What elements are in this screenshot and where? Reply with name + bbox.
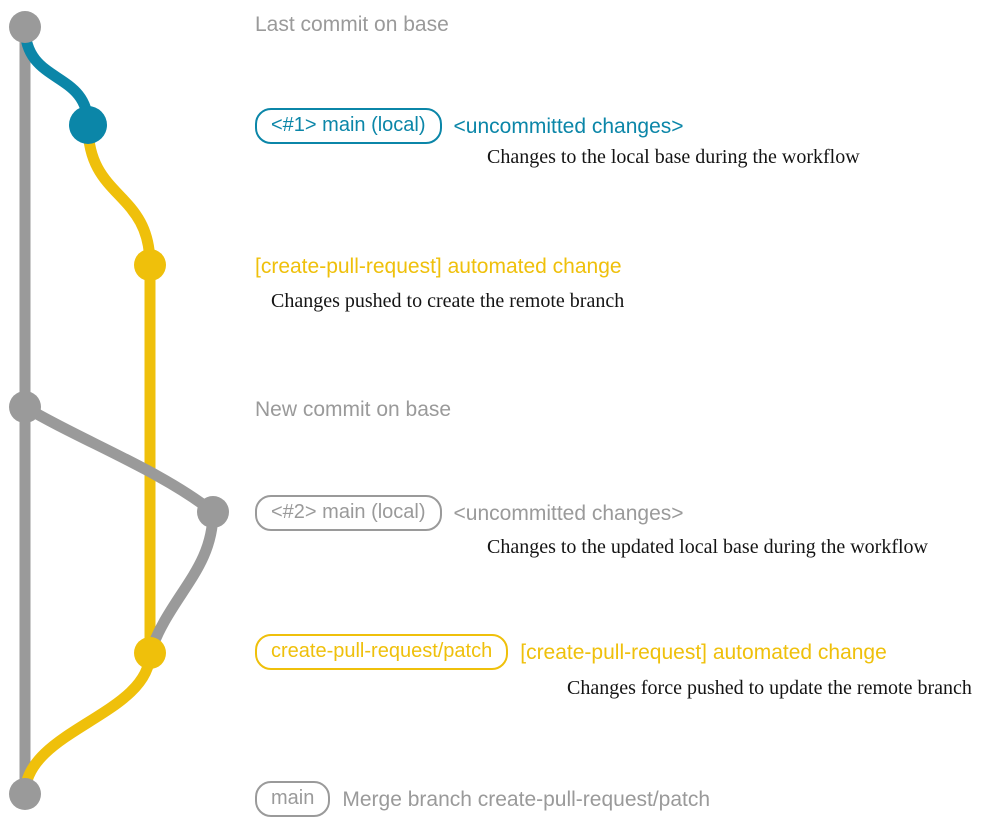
ref-badge-main-local-2[interactable]: <#2> main (local) bbox=[255, 495, 442, 531]
ref-badge-main-local-1[interactable]: <#1> main (local) bbox=[255, 108, 442, 144]
edge-local1-to-patch1 bbox=[82, 119, 156, 271]
node-base-merge bbox=[9, 778, 41, 810]
commit-subject-local-1: <uncommitted changes> bbox=[453, 114, 684, 138]
commit-note-local-2: Changes to the updated local base during… bbox=[487, 536, 928, 558]
node-local-1 bbox=[69, 106, 107, 144]
node-patch-2 bbox=[134, 637, 166, 669]
commit-nodes bbox=[9, 11, 229, 810]
commit-row-patch-created: [create-pull-request] automated change bbox=[255, 256, 622, 277]
edge-basenew-to-local2 bbox=[19, 401, 219, 518]
edge-patch2-to-merge bbox=[19, 647, 156, 800]
commit-note-patch-updated: Changes force pushed to update the remot… bbox=[567, 677, 972, 699]
commit-subject-merge: Merge branch create-pull-request/patch bbox=[342, 787, 711, 811]
node-base-new bbox=[9, 391, 41, 423]
ref-badge-create-pull-request-patch[interactable]: create-pull-request/patch bbox=[255, 634, 509, 670]
commit-subject-patch-created: [create-pull-request] automated change bbox=[255, 255, 622, 278]
heading-last-commit-on-base: Last commit on base bbox=[255, 13, 449, 36]
node-patch-1 bbox=[134, 249, 166, 281]
node-base-last bbox=[9, 11, 41, 43]
ref-badge-main[interactable]: main bbox=[255, 781, 331, 817]
commit-note-patch-created: Changes pushed to create the remote bran… bbox=[271, 290, 625, 312]
commit-row-patch-updated: create-pull-request/patch [create-pull-r… bbox=[255, 634, 887, 670]
node-local-2 bbox=[197, 496, 229, 528]
commit-note-local-1: Changes to the local base during the wor… bbox=[487, 146, 860, 168]
edge-local2-to-patch2 bbox=[144, 506, 219, 659]
commit-row-merge: main Merge branch create-pull-request/pa… bbox=[255, 781, 710, 817]
commit-subject-patch-updated: [create-pull-request] automated change bbox=[520, 640, 887, 664]
heading-new-commit-on-base: New commit on base bbox=[255, 398, 452, 421]
commit-row-local-uncommitted-1: <#1> main (local) <uncommitted changes> bbox=[255, 108, 684, 144]
commit-row-local-uncommitted-2: <#2> main (local) <uncommitted changes> bbox=[255, 495, 684, 531]
commit-subject-local-2: <uncommitted changes> bbox=[453, 501, 684, 525]
